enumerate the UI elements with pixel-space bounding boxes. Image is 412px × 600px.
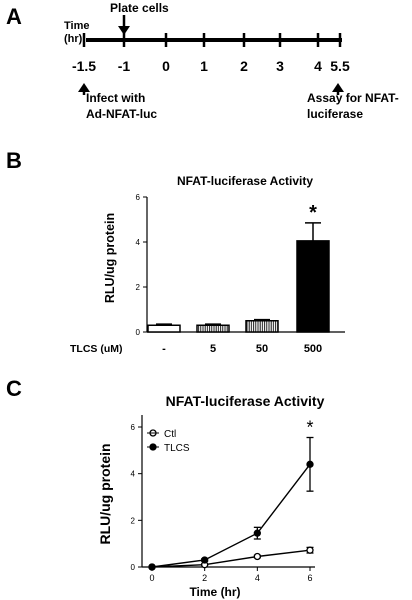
- timeline-ticks: -1.5 -1 0 1 2 3 4 5.5: [72, 33, 350, 74]
- bar: [245, 320, 279, 333]
- bar-y-tick-label: 4: [136, 238, 141, 247]
- panel-c-letter: C: [6, 376, 22, 401]
- line-chart-ylabel: RLU/ug protein: [97, 443, 113, 544]
- line-series: [151, 463, 311, 568]
- timeline-tick-label: 2: [240, 58, 248, 74]
- line-significance-marker: *: [306, 418, 313, 438]
- bar: [296, 240, 330, 333]
- assay-label-line2: luciferase: [307, 107, 363, 121]
- assay-arrow-head: [332, 83, 344, 92]
- line-chart-xlabel: Time (hr): [189, 585, 240, 599]
- line-point: [148, 563, 156, 571]
- infect-label-line2: Ad-NFAT-luc: [86, 107, 157, 121]
- line-x-tick-label: 6: [307, 573, 312, 583]
- panel-a: A Time (hr) -1.5 -1 0 1 2 3 4 5.5 Plate cells I…: [6, 1, 399, 121]
- plate-cells-label: Plate cells: [110, 1, 169, 15]
- bar-y-tick-label: 2: [136, 283, 141, 292]
- line-x-tick-label: 0: [149, 573, 154, 583]
- bar: [147, 324, 181, 333]
- panel-c: C NFAT-luciferase Activity RLU/ug protei…: [6, 376, 325, 599]
- infect-arrow-head: [78, 83, 90, 92]
- panel-b-letter: B: [6, 148, 22, 173]
- line-x-tick-label: 4: [255, 573, 260, 583]
- timeline-tick-label: 4: [314, 58, 322, 74]
- timeline-tick-label: 0: [162, 58, 170, 74]
- bar-category-label: 5: [210, 343, 216, 355]
- line-chart-title: NFAT-luciferase Activity: [166, 393, 325, 409]
- line-point: [253, 529, 261, 537]
- bar-chart-title: NFAT-luciferase Activity: [177, 174, 313, 188]
- line-y-tick-label: 6: [131, 423, 136, 432]
- bar-category-label: 50: [256, 343, 268, 355]
- assay-label-line1: Assay for NFAT-: [307, 91, 399, 105]
- infect-label-line1: Infect with: [86, 91, 145, 105]
- timeline-tick-label: -1: [118, 58, 131, 74]
- bar-y-tick-label: 0: [136, 328, 141, 337]
- bar-chart-x-row-label: TLCS (uM): [70, 343, 123, 355]
- line-point: [306, 546, 314, 554]
- bar-category-label: 500: [304, 343, 322, 355]
- panel-b: B NFAT-luciferase Activity RLU/ug protei…: [6, 148, 345, 355]
- legend-label: Ctl: [164, 429, 176, 440]
- timeline-tick-label: 3: [276, 58, 284, 74]
- plate-cells-arrow-head: [118, 26, 130, 35]
- bar-significance-marker: *: [309, 202, 317, 224]
- timeline-tick-label: 5.5: [330, 58, 350, 74]
- line-series: [151, 549, 311, 568]
- line-y-tick-label: 2: [131, 516, 136, 525]
- line-x-tick-label: 2: [202, 573, 207, 583]
- timeline-tick-label: 1: [200, 58, 208, 74]
- legend-label: TLCS: [164, 443, 190, 454]
- time-label-line1: Time: [64, 20, 89, 32]
- bar-chart-plot: 0 2 4 6 - 5 50 500 *: [136, 193, 345, 355]
- line-y-tick-label: 0: [131, 563, 136, 572]
- line-point: [306, 460, 314, 468]
- line-point: [201, 556, 209, 564]
- panel-a-letter: A: [6, 4, 22, 29]
- line-y-tick-label: 4: [131, 470, 136, 479]
- bar: [196, 324, 230, 333]
- bar-chart-ylabel: RLU/ug protein: [103, 213, 117, 303]
- bar-category-label: -: [162, 343, 166, 355]
- time-label-line2: (hr): [64, 33, 83, 45]
- line-point: [253, 552, 261, 561]
- timeline-tick-label: -1.5: [72, 58, 96, 74]
- bar-y-tick-label: 6: [136, 193, 141, 202]
